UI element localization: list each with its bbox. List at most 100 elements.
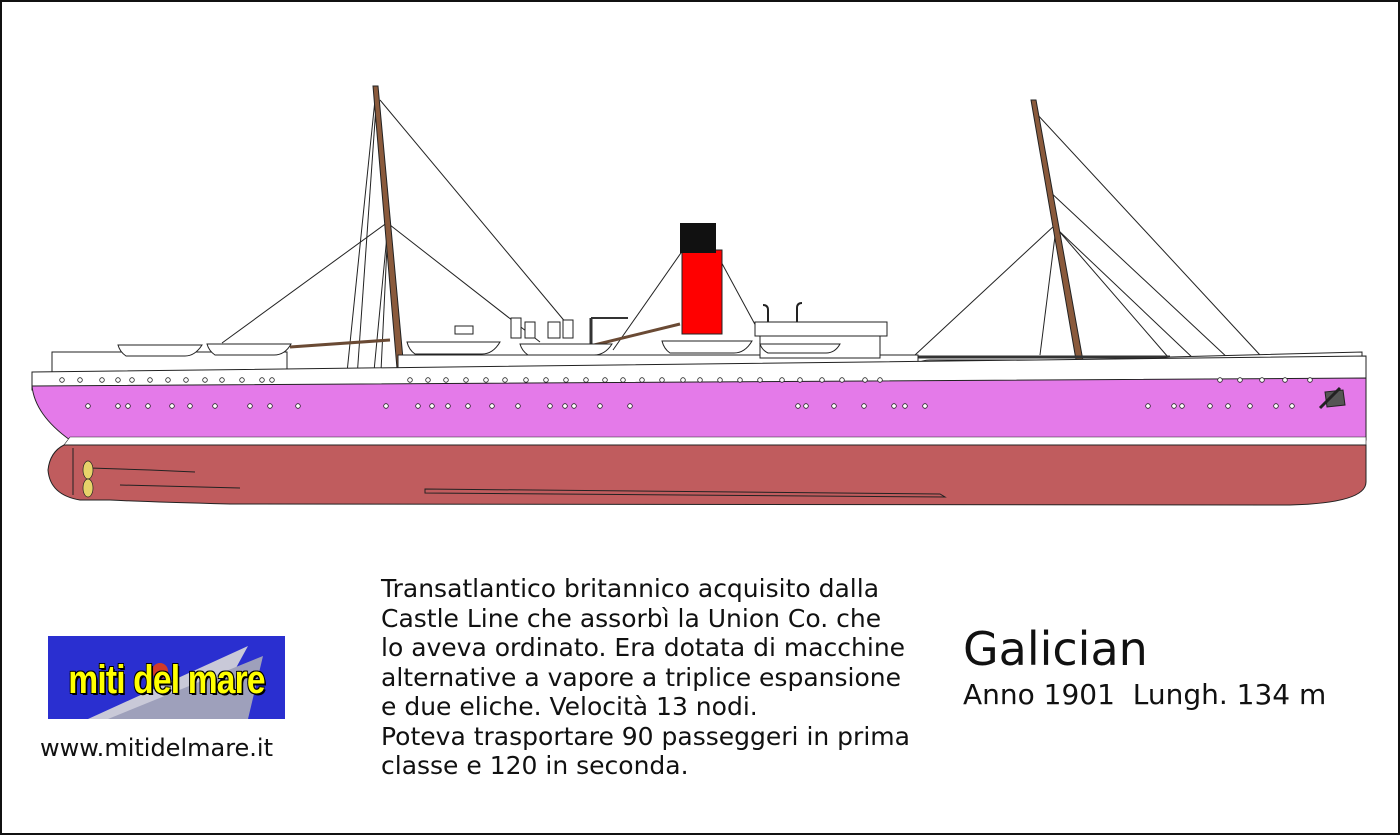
porthole [562,403,568,409]
porthole [407,377,413,383]
porthole [571,403,577,409]
porthole [659,377,665,383]
porthole [877,377,883,383]
porthole [445,403,451,409]
ventilators [510,302,803,339]
description-line: Castle Line che assorbì la Union Co. che [381,603,882,633]
description-line: alternative a vapore a triplice espansio… [381,662,901,692]
porthole [1307,377,1313,383]
porthole [219,377,225,383]
porthole [147,377,153,383]
porthole [717,377,723,383]
porthole [757,377,763,383]
porthole [489,403,495,409]
porthole [639,377,645,383]
porthole [429,403,435,409]
ship-description: Transatlantico britannico acquisito dall… [381,574,921,781]
hull [31,355,1367,506]
porthole [1145,403,1151,409]
porthole [267,403,273,409]
logo-text: miti del mare [68,658,265,702]
porthole [443,377,449,383]
porthole [85,403,91,409]
description-line: lo aveva ordinato. Era dotata di macchin… [381,633,906,662]
porthole [680,377,686,383]
porthole [212,403,218,409]
porthole [583,377,589,383]
porthole [737,377,743,383]
porthole [269,377,275,383]
porthole [1225,403,1231,409]
porthole [502,377,508,383]
porthole [1273,403,1279,409]
porthole [383,403,389,409]
porthole [77,377,83,383]
porthole [797,377,803,383]
funnel [680,223,723,335]
porthole [1282,377,1288,383]
porthole [1179,403,1185,409]
porthole [620,377,626,383]
porthole [861,403,867,409]
porthole [115,377,121,383]
porthole [145,403,151,409]
porthole [463,377,469,383]
propeller-icon [82,460,94,480]
porthole [697,377,703,383]
ship-profile-drawing [31,85,1367,506]
lifeboats [117,340,841,357]
porthole [415,403,421,409]
description-line: Transatlantico britannico acquisito dall… [381,574,880,603]
portholes [59,377,1313,409]
porthole [59,377,65,383]
porthole [465,403,471,409]
porthole [563,377,569,383]
porthole [239,377,245,383]
website-url: www.mitidelmare.it [40,734,274,762]
porthole [627,403,633,409]
porthole [1247,403,1253,409]
porthole [515,403,521,409]
porthole [1207,403,1213,409]
porthole [187,403,193,409]
porthole [1237,377,1243,383]
porthole [902,403,908,409]
description-line: Poteva trasportare 90 passeggeri in prim… [381,721,910,751]
logo: miti del mare [48,636,285,719]
porthole [129,377,135,383]
porthole [597,403,603,409]
porthole [295,403,301,409]
porthole [543,377,549,383]
porthole [831,403,837,409]
porthole [602,377,608,383]
porthole [202,377,208,383]
porthole [922,403,928,409]
porthole [183,377,189,383]
fore-mast [372,85,407,393]
porthole [819,377,825,383]
porthole [891,403,897,409]
ship-info: Anno 1901 Lungh. 134 m [963,678,1327,711]
porthole [779,377,785,383]
porthole [547,403,553,409]
porthole [259,377,265,383]
porthole [839,377,845,383]
porthole [523,377,529,383]
porthole [483,377,489,383]
description-line: classe e 120 in seconda. [381,751,689,780]
masts [289,85,1170,393]
porthole [1171,403,1177,409]
porthole [425,377,431,383]
ship-name: Galician [963,622,1148,676]
logo-sail-graphic [88,646,263,719]
porthole [862,377,868,383]
porthole [125,403,131,409]
porthole [803,403,809,409]
porthole [247,403,253,409]
porthole [169,403,175,409]
porthole [115,403,121,409]
aft-mast [1030,99,1088,384]
porthole [99,377,105,383]
porthole [1289,403,1295,409]
